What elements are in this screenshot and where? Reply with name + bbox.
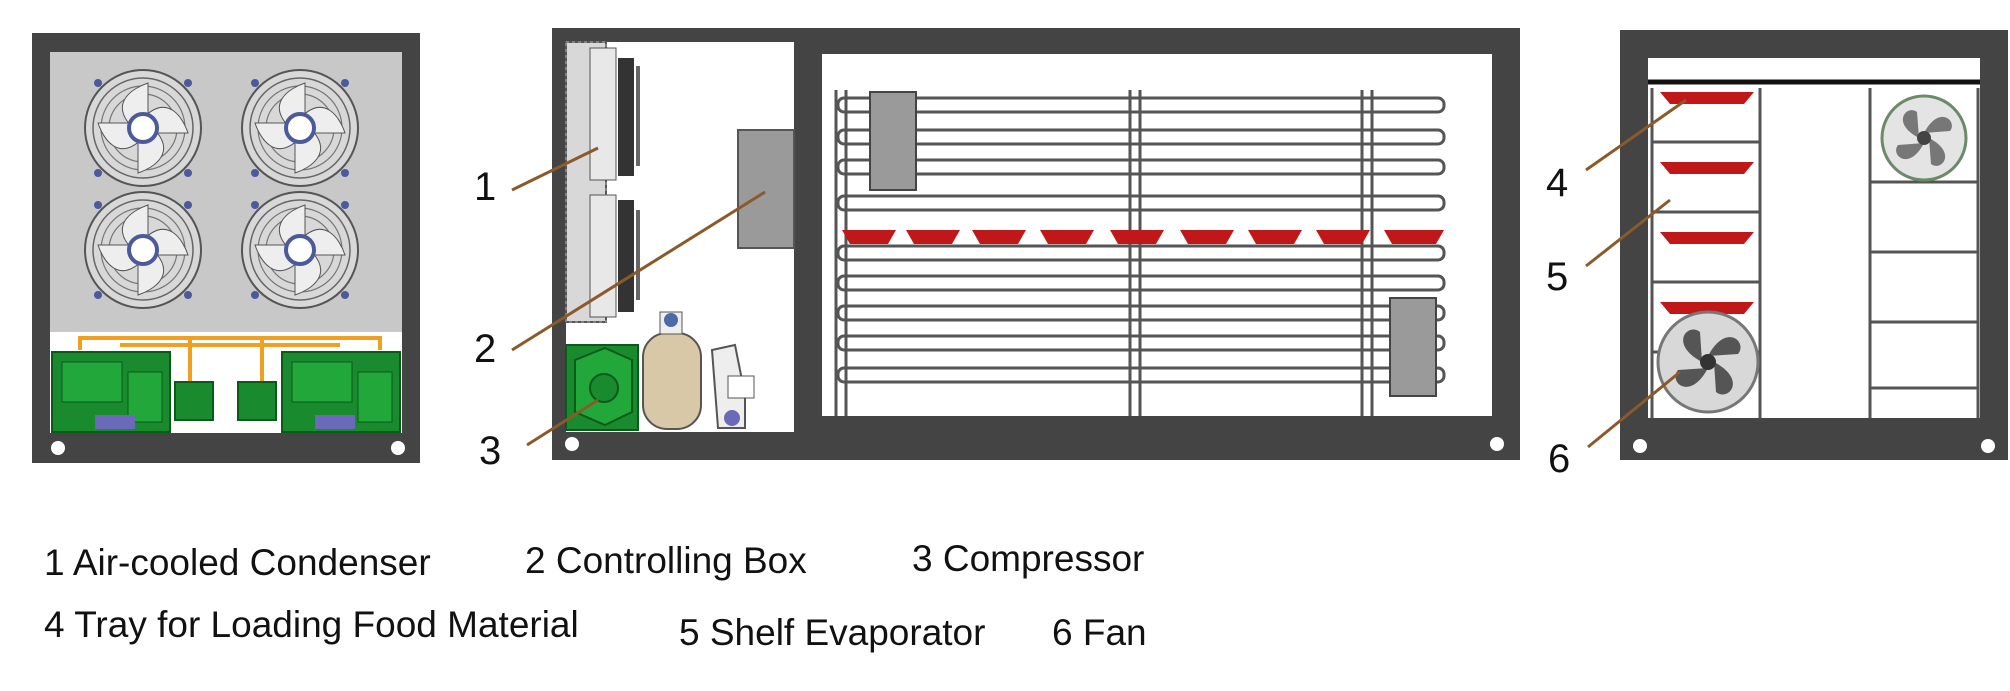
condenser-fan-icon bbox=[241, 191, 359, 309]
leader-line-1 bbox=[511, 146, 599, 192]
lifting-hole-icon bbox=[1981, 439, 1995, 453]
callout-leaders bbox=[511, 98, 1687, 449]
refrigerant-pipes bbox=[78, 336, 382, 385]
chamber-skid bbox=[896, 440, 1226, 460]
leader-line-4 bbox=[1585, 98, 1687, 172]
shelf-evaporator bbox=[834, 90, 1446, 416]
receiver-tank bbox=[642, 311, 702, 430]
legend-item-shelf-evaporator: 5 Shelf Evaporator bbox=[679, 612, 986, 653]
legend-item-condenser: 1 Air-cooled Condenser bbox=[44, 542, 431, 583]
controlling-box bbox=[737, 129, 795, 249]
leader-line-6 bbox=[1587, 370, 1681, 449]
callout-6: 6 bbox=[1548, 437, 1570, 481]
end-view-chamber-side bbox=[1620, 30, 2008, 460]
vacuum-pump bbox=[710, 343, 755, 429]
lifting-hole-icon bbox=[391, 441, 405, 455]
callout-3: 3 bbox=[479, 429, 501, 473]
callout-1: 1 bbox=[474, 165, 496, 209]
compressor-icon bbox=[565, 344, 639, 431]
lifting-hole-icon bbox=[1633, 439, 1647, 453]
legend-item-controlling-box: 2 Controlling Box bbox=[525, 540, 807, 581]
compressor-icon bbox=[51, 351, 171, 433]
end-view-condenser-side bbox=[32, 33, 420, 463]
lifting-hole-icon bbox=[565, 437, 579, 451]
leader-line-5 bbox=[1585, 198, 1671, 268]
callout-2: 2 bbox=[474, 327, 496, 371]
callout-5: 5 bbox=[1546, 255, 1568, 299]
air-cooled-condenser bbox=[565, 41, 640, 323]
legend-item-fan: 6 Fan bbox=[1052, 612, 1147, 653]
fan-icon bbox=[1656, 310, 1760, 414]
leader-line-3 bbox=[526, 398, 599, 447]
legend-item-tray: 4 Tray for Loading Food Material bbox=[44, 604, 579, 645]
circulation-fan-housing bbox=[1389, 297, 1437, 397]
side-view bbox=[552, 28, 1520, 460]
circulation-fan-housing bbox=[869, 91, 917, 191]
lifting-hole-icon bbox=[1490, 437, 1504, 451]
shelf-evaporator bbox=[1650, 88, 1980, 418]
leader-line-2 bbox=[511, 190, 766, 352]
food-trays bbox=[1660, 92, 1754, 314]
compressor-icon bbox=[281, 351, 401, 433]
lifting-hole-icon bbox=[51, 441, 65, 455]
chamber-skid bbox=[1308, 440, 1520, 460]
legend-item-compressor: 3 Compressor bbox=[912, 538, 1145, 579]
oil-separator bbox=[174, 381, 214, 421]
fan-icon bbox=[1880, 94, 1968, 182]
condenser-fan-icon bbox=[84, 191, 202, 309]
condenser-fan-icon bbox=[84, 69, 202, 187]
callout-4: 4 bbox=[1546, 161, 1568, 205]
oil-separator bbox=[237, 381, 277, 421]
condenser-fan-icon bbox=[241, 69, 359, 187]
food-trays bbox=[842, 230, 1444, 244]
